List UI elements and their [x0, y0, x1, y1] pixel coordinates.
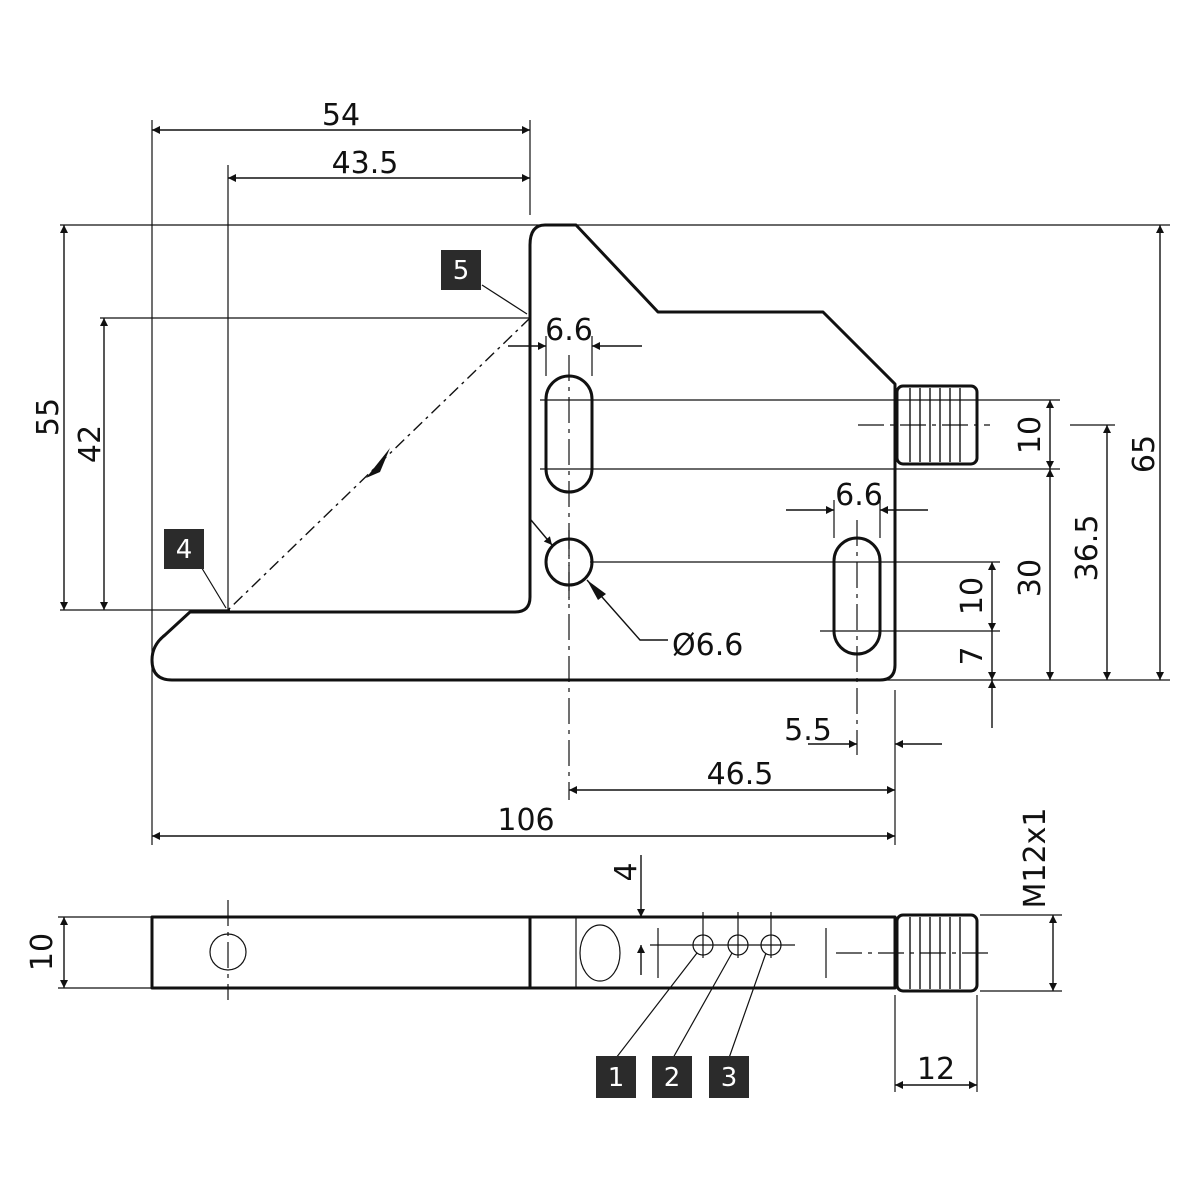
dim-54: 54 [322, 98, 360, 133]
dim-43-5: 43.5 [332, 146, 399, 181]
front-view [60, 120, 1170, 845]
beam-arrow [366, 448, 390, 478]
callout-2: 2 [652, 1056, 692, 1098]
svg-text:2: 2 [664, 1063, 681, 1093]
housing-outline [150, 223, 897, 682]
dim-6-6-lower: 6.6 [835, 478, 883, 513]
dim-65: 65 [1127, 435, 1162, 473]
callout-1: 1 [596, 1056, 636, 1098]
dim-106: 106 [497, 803, 554, 838]
connector-side [895, 913, 979, 993]
dim-55: 55 [31, 398, 66, 436]
dim-7: 7 [955, 646, 990, 665]
side-housing [150, 915, 897, 990]
dim-10-lower: 10 [955, 577, 990, 615]
dim-36-5: 36.5 [1070, 515, 1105, 582]
dim-30: 30 [1013, 559, 1048, 597]
callout-5: 5 [441, 250, 528, 315]
connector-front [858, 384, 990, 466]
dim-m12x1: M12x1 [1018, 808, 1053, 909]
svg-text:3: 3 [721, 1063, 738, 1093]
dim-10-side: 10 [25, 933, 60, 971]
svg-text:4: 4 [176, 535, 193, 565]
dim-10-upper: 10 [1013, 416, 1048, 454]
front-dimensions: 54 43.5 55 42 6.6 6.6 10 30 36.5 65 [31, 98, 1164, 840]
dim-hole-diameter: Ø6.6 [672, 628, 743, 663]
dim-12: 12 [917, 1052, 955, 1087]
side-view: 4 10 M12x1 12 1 [25, 808, 1062, 1098]
svg-text:1: 1 [608, 1063, 625, 1093]
dim-4: 4 [609, 862, 644, 881]
lens [579, 924, 621, 982]
dim-42: 42 [73, 425, 108, 463]
dim-5-5: 5.5 [784, 713, 832, 748]
callout-3: 3 [709, 1056, 749, 1098]
svg-text:5: 5 [453, 256, 470, 286]
dim-46-5: 46.5 [707, 757, 774, 792]
dim-6-6-upper: 6.6 [545, 313, 593, 348]
callout-4: 4 [164, 529, 227, 609]
